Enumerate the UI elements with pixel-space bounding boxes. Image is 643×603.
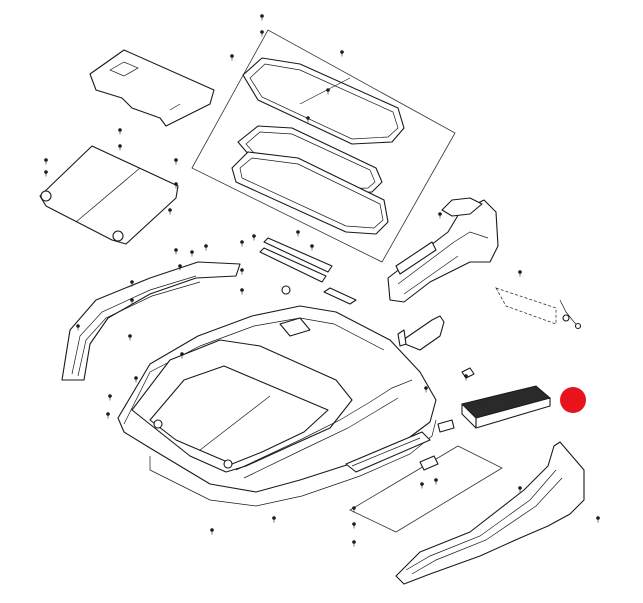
screw-icon [106, 412, 110, 419]
screw-icon [596, 516, 600, 523]
screw-icon [178, 264, 182, 271]
screw-icon [340, 50, 344, 57]
screw-icon [190, 250, 194, 257]
small-clip [323, 287, 357, 305]
support-bracket [345, 431, 503, 533]
screw-icon [306, 116, 310, 123]
screw-icon [464, 374, 468, 381]
screw-icon [118, 128, 122, 135]
top-left-base-plate [89, 49, 215, 127]
screw-icon [174, 182, 178, 189]
screw-icon [240, 288, 244, 295]
screw-icon [44, 158, 48, 165]
screw-icon [310, 244, 314, 251]
l-bracket [399, 315, 445, 351]
motor-assembly [387, 197, 499, 303]
screw-icon [134, 376, 138, 383]
fastener-group [44, 14, 600, 547]
filter-base-tray [231, 151, 389, 235]
small-rail-1 [263, 237, 333, 273]
screw-icon [168, 208, 172, 215]
small-pad [461, 367, 475, 379]
small-rail-2 [259, 247, 327, 283]
screw-icon [128, 334, 132, 341]
filter-cartridge [437, 385, 552, 433]
screw-icon [434, 478, 438, 485]
left-cover-panel [39, 145, 179, 245]
screw-icon [420, 482, 424, 489]
screw-icon [108, 394, 112, 401]
screw-icon [230, 54, 234, 61]
screw-icon [204, 244, 208, 251]
top-filter-panel [242, 57, 405, 145]
screw-icon [174, 158, 178, 165]
screw-icon [326, 88, 330, 95]
left-side-strip [61, 261, 241, 381]
screw-icon [252, 234, 256, 241]
screw-icon [438, 212, 442, 219]
right-side-panel [395, 441, 585, 585]
screw-icon [352, 540, 356, 547]
screw-icon [240, 240, 244, 247]
screw-icon [260, 14, 264, 21]
screw-icon [210, 528, 214, 535]
top-knob [281, 285, 291, 295]
screw-icon [424, 386, 428, 393]
small-tab [397, 329, 407, 347]
screw-icon [240, 268, 244, 275]
screw-icon [174, 248, 178, 255]
red-dot-marker-icon [560, 387, 586, 413]
screw-icon [44, 170, 48, 177]
screw-icon [130, 280, 134, 287]
main-housing [117, 285, 437, 507]
screw-icon [518, 270, 522, 277]
screw-icon [118, 144, 122, 151]
screw-icon [518, 486, 522, 493]
cable-bracket [495, 287, 582, 330]
filter-stack-frame [191, 29, 456, 263]
screw-icon [76, 324, 80, 331]
screw-icon [272, 516, 276, 523]
screw-icon [296, 230, 300, 237]
screw-icon [130, 298, 134, 305]
screw-icon [260, 30, 264, 37]
screw-icon [352, 506, 356, 513]
screw-icon [352, 522, 356, 529]
screw-icon [180, 352, 184, 359]
